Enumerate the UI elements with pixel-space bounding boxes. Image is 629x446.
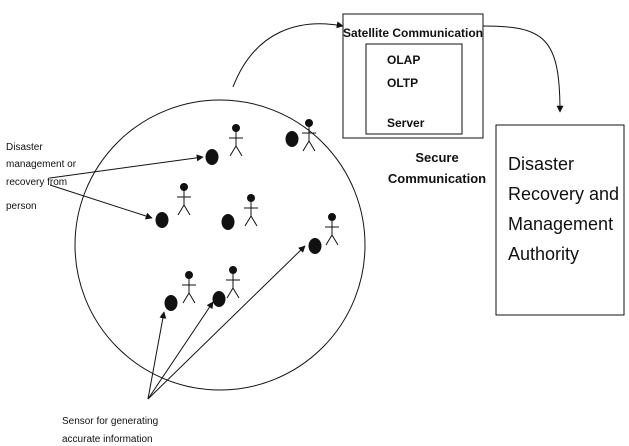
secure-label: Secure [415, 150, 458, 165]
satellite-to-authority-arrow [482, 25, 564, 113]
sensor-dot-4 [221, 214, 235, 230]
left-label-line-3: recovery from [6, 177, 67, 188]
person-icon-3 [177, 183, 191, 216]
sensor-dot-2 [285, 131, 299, 147]
authority-line-4: Authority [508, 244, 579, 264]
sensor-person-group [155, 119, 339, 311]
authority-line-1: Disaster [508, 154, 574, 174]
left-label-line-2: management or [6, 159, 77, 170]
sensor-dot-5 [308, 238, 322, 254]
authority-box [495, 124, 625, 316]
person-icon-2 [302, 119, 316, 152]
olap-label: OLAP [387, 53, 420, 67]
bottom-arrow-2 [147, 301, 214, 400]
bottom-label-line-2: accurate information [62, 434, 153, 445]
sensor-dot-3 [155, 212, 169, 228]
circle-to-satellite-arrow [232, 21, 344, 88]
bottom-arrow-3 [147, 245, 306, 400]
authority-line-2: Recovery and [508, 184, 619, 204]
sensor-dot-1 [205, 149, 219, 165]
person-icon-4 [244, 194, 258, 227]
sensor-dot-7 [212, 291, 226, 307]
person-icon-7 [226, 266, 240, 299]
person-icon-5 [325, 213, 339, 246]
sensor-dot-6 [164, 295, 178, 311]
person-icon-6 [182, 271, 196, 304]
left-label-line-4: person [6, 201, 37, 212]
server-inner-box [365, 43, 463, 135]
left-arrow-lower [49, 184, 153, 220]
communication-label: Communication [388, 171, 486, 186]
server-label: Server [387, 116, 425, 130]
left-label-line-1: Disaster [6, 142, 43, 153]
person-icon-1 [229, 124, 243, 157]
satellite-communication-title: Satellite Communication [343, 26, 483, 40]
left-arrow-upper [49, 154, 204, 179]
bottom-arrow-1 [147, 311, 167, 400]
bottom-label-line-1: Sensor for generating [62, 416, 158, 427]
coverage-area-circle [74, 99, 366, 391]
authority-line-3: Management [508, 214, 613, 234]
oltp-label: OLTP [387, 76, 418, 90]
